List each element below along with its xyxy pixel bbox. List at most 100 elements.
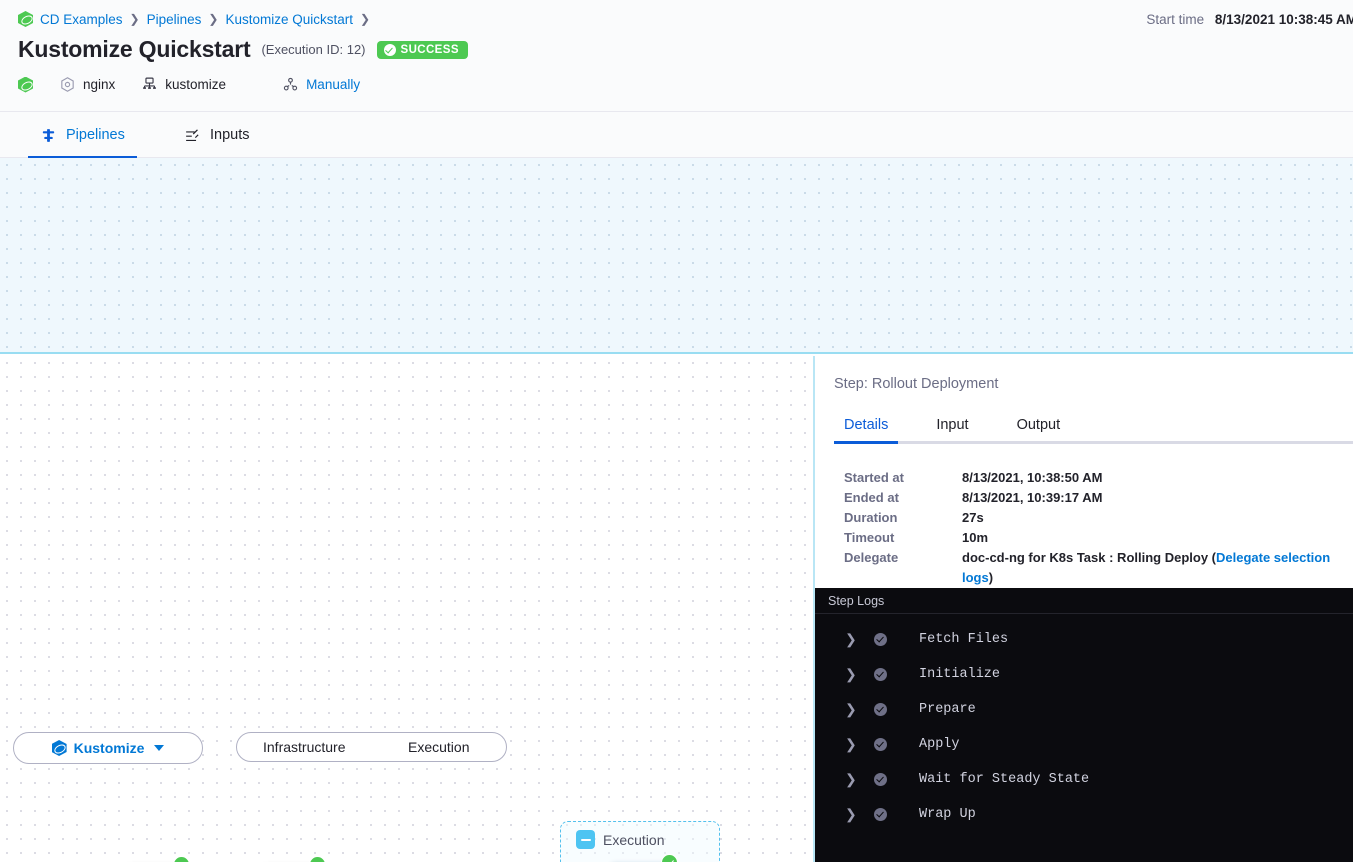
- collapse-minus-icon[interactable]: [576, 830, 595, 849]
- log-row-label: Fetch Files: [919, 632, 1009, 647]
- tab-pipelines-label: Pipelines: [66, 127, 125, 143]
- kubernetes-icon: [143, 77, 157, 89]
- breadcrumb-separator-icon: ❯: [129, 12, 140, 26]
- panel-tab-input[interactable]: Input: [926, 408, 978, 441]
- detail-row-timeout: Timeout 10m: [844, 528, 1344, 548]
- chevron-right-icon[interactable]: ❯: [845, 771, 857, 787]
- status-badge: SUCCESS: [376, 40, 468, 59]
- start-time-value: 8/13/2021 10:38:45 AM: [1214, 12, 1353, 27]
- step-logs-title: Step Logs: [828, 593, 885, 608]
- detail-value: 8/13/2021, 10:39:17 AM: [962, 490, 1103, 505]
- panel-tab-details[interactable]: Details: [834, 408, 899, 444]
- status-success-icon: [874, 633, 887, 646]
- check-circle-icon: [383, 43, 396, 56]
- page-title: Kustomize Quickstart: [18, 36, 251, 62]
- harness-hex-icon: [18, 76, 33, 93]
- step-logs-section: Step Logs ❯ Fetch Files ❯ Initialize ❯ P…: [815, 588, 1353, 862]
- panel-title: Step: Rollout Deployment: [834, 376, 999, 392]
- delegate-text: doc-cd-ng for K8s Task : Rolling Deploy …: [962, 550, 1216, 565]
- stage-canvas-bottom[interactable]: Kustomize Infrastructure Execution: [0, 356, 815, 862]
- detail-row-ended-at: Ended at 8/13/2021, 10:39:17 AM: [844, 488, 1344, 508]
- meta-service-label: nginx: [83, 77, 116, 92]
- meta-service: nginx: [59, 76, 115, 93]
- breadcrumb-item-pipelines[interactable]: Pipelines: [146, 11, 202, 27]
- panel-tab-output-label: Output: [1016, 416, 1061, 433]
- chevron-down-icon[interactable]: [154, 745, 165, 751]
- meta-trigger[interactable]: Manually: [282, 76, 360, 93]
- harness-hex-icon: [18, 11, 33, 27]
- log-row-label: Apply: [919, 737, 960, 752]
- log-row-label: Wait for Steady State: [919, 772, 1090, 787]
- tab-inputs-label: Inputs: [210, 127, 250, 143]
- segment-infrastructure[interactable]: Infrastructure: [263, 739, 346, 755]
- panel-tab-details-label: Details: [844, 416, 889, 433]
- log-row[interactable]: ❯ Apply: [815, 727, 1353, 762]
- harness-hex-icon: [51, 740, 67, 756]
- status-success-icon: [874, 773, 887, 786]
- detail-row-started-at: Started at 8/13/2021, 10:38:50 AM: [844, 468, 1344, 488]
- meta-trigger-label[interactable]: Manually: [306, 77, 361, 92]
- breadcrumb: CD Examples ❯ Pipelines ❯ Kustomize Quic…: [18, 11, 370, 27]
- delegate-text-suffix: ): [988, 570, 994, 585]
- pipeline-canvas-top[interactable]: Kustomize: [0, 158, 1353, 354]
- status-success-icon: [874, 738, 887, 751]
- service-hexagon-icon: [61, 77, 74, 92]
- detail-value: 27s: [962, 510, 984, 525]
- step-logs-header: Step Logs: [815, 588, 1353, 614]
- chevron-right-icon[interactable]: ❯: [845, 631, 857, 647]
- execution-id: (Execution ID: 12): [261, 42, 366, 57]
- log-row[interactable]: ❯ Initialize: [815, 657, 1353, 692]
- trigger-manual-icon: [283, 77, 298, 91]
- step-details-panel: Step: Rollout Deployment Details Input O…: [815, 356, 1353, 862]
- detail-key: Started at: [844, 470, 904, 485]
- breadcrumb-item-kustomize-quickstart[interactable]: Kustomize Quickstart: [225, 11, 353, 27]
- page-header: CD Examples ❯ Pipelines ❯ Kustomize Quic…: [0, 0, 1353, 112]
- meta-row: nginx kustomize Manually: [18, 76, 360, 93]
- log-row[interactable]: ❯ Fetch Files: [815, 622, 1353, 657]
- stage-selector-label: Kustomize: [73, 740, 145, 756]
- meta-deployment-type: kustomize: [141, 76, 226, 93]
- detail-key: Delegate: [844, 550, 899, 565]
- log-row[interactable]: ❯ Wrap Up: [815, 797, 1353, 832]
- detail-value: 10m: [962, 530, 989, 545]
- status-success-icon: [173, 856, 190, 862]
- tab-pipelines[interactable]: Pipelines: [28, 112, 137, 159]
- stage-selector-dropdown[interactable]: Kustomize: [13, 732, 203, 764]
- delegate-selection-logs-link[interactable]: Delegate selection logs: [962, 550, 1331, 585]
- section-toggle: Infrastructure Execution: [236, 732, 507, 762]
- pipeline-icon: [42, 128, 55, 142]
- chevron-right-icon[interactable]: ❯: [845, 806, 857, 822]
- chevron-right-icon[interactable]: ❯: [845, 736, 857, 752]
- detail-row-delegate: Delegate doc-cd-ng for K8s Task : Rollin…: [844, 548, 1344, 588]
- log-row-label: Wrap Up: [919, 807, 976, 822]
- panel-tabs: Details Input Output: [834, 408, 1353, 444]
- detail-key: Ended at: [844, 490, 899, 505]
- detail-value: doc-cd-ng for K8s Task : Rolling Deploy …: [962, 548, 1344, 588]
- chevron-right-icon[interactable]: ❯: [845, 666, 857, 682]
- tab-inputs[interactable]: Inputs: [172, 112, 262, 158]
- panel-tab-input-label: Input: [936, 416, 969, 433]
- chevron-right-icon[interactable]: ❯: [845, 701, 857, 717]
- log-row[interactable]: ❯ Prepare: [815, 692, 1353, 727]
- main-tabbar: Pipelines Inputs: [0, 112, 1353, 159]
- execution-group-header: Execution: [576, 830, 664, 849]
- inputs-icon: [186, 128, 199, 141]
- step-logs-list: ❯ Fetch Files ❯ Initialize ❯ Prepare ❯: [815, 614, 1353, 832]
- status-success-icon: [874, 668, 887, 681]
- breadcrumb-separator-icon: ❯: [360, 12, 371, 26]
- segment-execution[interactable]: Execution: [408, 739, 470, 755]
- log-row[interactable]: ❯ Wait for Steady State: [815, 762, 1353, 797]
- breadcrumb-item-cd-examples[interactable]: CD Examples: [40, 11, 123, 27]
- detail-value: 8/13/2021, 10:38:50 AM: [962, 470, 1103, 485]
- panel-tab-output[interactable]: Output: [1007, 408, 1071, 441]
- detail-row-duration: Duration 27s: [844, 508, 1344, 528]
- start-time-label: Start time: [1146, 12, 1205, 27]
- step-details-table: Started at 8/13/2021, 10:38:50 AM Ended …: [844, 468, 1344, 588]
- status-success-icon: [874, 703, 887, 716]
- title-row: Kustomize Quickstart (Execution ID: 12) …: [18, 36, 468, 63]
- status-badge-label: SUCCESS: [400, 43, 459, 56]
- status-success-icon: [309, 856, 326, 862]
- start-time: Start time 8/13/2021 10:38:45 AM: [1146, 12, 1353, 27]
- execution-group-label: Execution: [603, 831, 665, 848]
